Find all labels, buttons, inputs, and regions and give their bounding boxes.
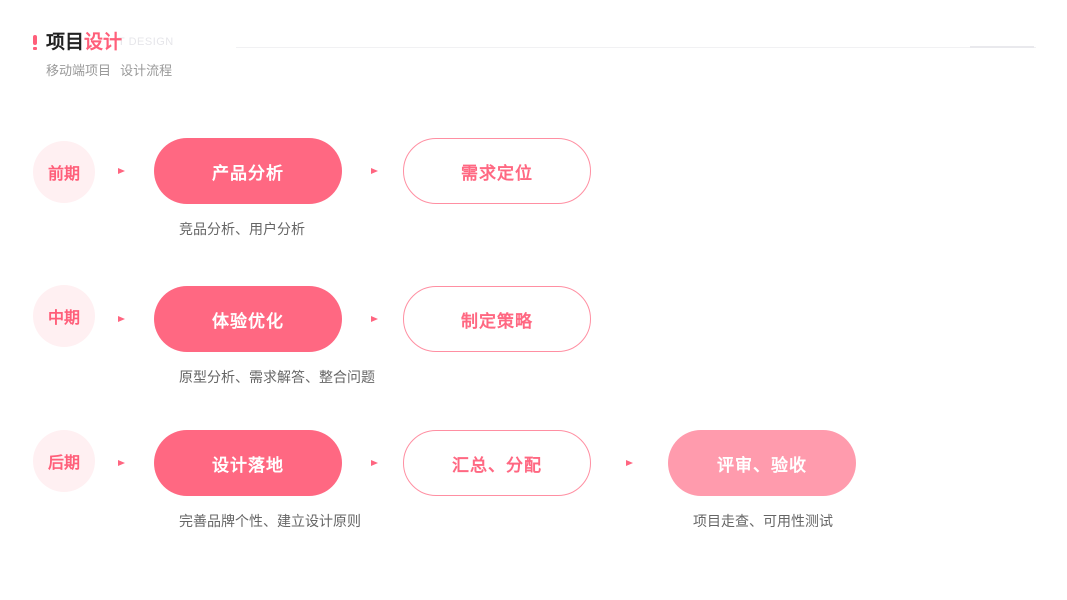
title-part1: 项目 (46, 31, 85, 53)
arrow-right-icon (371, 316, 378, 322)
title-part2: 设计 (84, 31, 123, 53)
arrow-right-icon (118, 168, 125, 174)
arrow-right-icon (371, 168, 378, 174)
header-divider (236, 47, 1036, 48)
row-early-description: 竞品分析、用户分析 (179, 222, 305, 238)
row-late-description: 完善品牌个性、建立设计原则 (179, 514, 361, 530)
row-middle-description: 原型分析、需求解答、整合问题 (179, 370, 375, 386)
step-summary-allocation: 汇总、分配 (403, 430, 591, 496)
step-review-acceptance: 评审、验收 (668, 430, 856, 496)
stage-late: 后期 (33, 430, 95, 492)
title-ghost-text: T DESIGN (118, 36, 174, 48)
step-strategy: 制定策略 (403, 286, 591, 352)
arrow-right-icon (118, 316, 125, 322)
step-design-implementation: 设计落地 (154, 430, 342, 496)
page-subtitle: 移动端项目 设计流程 (46, 64, 173, 79)
header: T DESIGN 项目设计 移动端项目 设计流程 (0, 0, 1067, 90)
stage-early: 前期 (33, 141, 95, 203)
page-title: 项目设计 (46, 30, 122, 54)
arrow-right-icon (626, 460, 633, 466)
step-experience-optimization: 体验优化 (154, 286, 342, 352)
header-divider-accent (970, 46, 1034, 48)
arrow-right-icon (371, 460, 378, 466)
step-product-analysis: 产品分析 (154, 138, 342, 204)
exclamation-icon (33, 35, 37, 50)
step-requirement-positioning: 需求定位 (403, 138, 591, 204)
stage-middle: 中期 (33, 285, 95, 347)
row-late-review-description: 项目走查、可用性测试 (693, 514, 833, 530)
arrow-right-icon (118, 460, 125, 466)
